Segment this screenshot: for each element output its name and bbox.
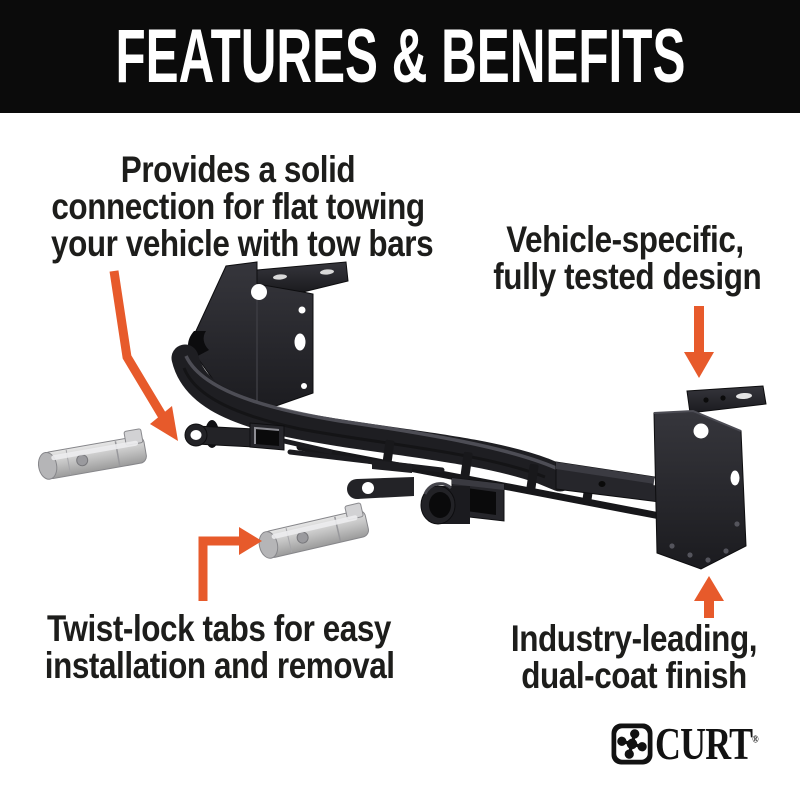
crossbar-tube xyxy=(171,344,574,492)
arrow-twist-lock-head xyxy=(239,527,262,555)
callout-finish: Industry-leading, dual-coat finish xyxy=(498,620,770,694)
callout-flat-towing: Provides a solid connection for flat tow… xyxy=(51,149,434,264)
callout-line: connection for flat towing xyxy=(51,186,425,227)
left-bracket-plate xyxy=(188,261,349,414)
arrow-flat-towing-head xyxy=(150,406,178,441)
twist-lock-tab-center xyxy=(258,502,369,559)
left-receiver xyxy=(184,420,333,455)
callout-line: Twist-lock tabs for easy xyxy=(46,608,392,649)
callout-line: Vehicle-specific, xyxy=(506,219,744,260)
callout-line: fully tested design xyxy=(493,256,762,297)
banner-title: FEATURES & BENEFITS xyxy=(115,13,685,99)
arrow-vehicle-specific-head xyxy=(684,352,714,378)
right-bracket-plate xyxy=(653,385,767,570)
callout-vehicle-specific: Vehicle-specific, fully tested design xyxy=(493,219,762,297)
callout-line: Provides a solid xyxy=(120,149,356,190)
callout-line: installation and removal xyxy=(44,645,395,686)
callout-line: Industry-leading, xyxy=(510,618,758,659)
callout-twist-lock: Twist-lock tabs for easy installation an… xyxy=(44,608,395,686)
center-receiver xyxy=(420,477,505,525)
brand-wordmark: CURT® xyxy=(655,721,759,767)
registered-mark: ® xyxy=(752,733,759,746)
twist-lock-tab-left xyxy=(37,428,147,480)
arrow-flat-towing-shaft xyxy=(109,270,167,420)
banner: FEATURES & BENEFITS xyxy=(0,0,800,113)
brand-name: CURT xyxy=(655,718,753,769)
callout-arrows xyxy=(109,270,724,618)
curt-emblem-icon xyxy=(611,723,653,765)
arrow-twist-lock-shaft xyxy=(198,536,240,601)
arrow-finish-head xyxy=(694,576,724,601)
callout-line: your vehicle with tow bars xyxy=(51,223,434,264)
callout-line: dual-coat finish xyxy=(521,655,747,696)
brand-logo: CURT® xyxy=(611,721,788,767)
